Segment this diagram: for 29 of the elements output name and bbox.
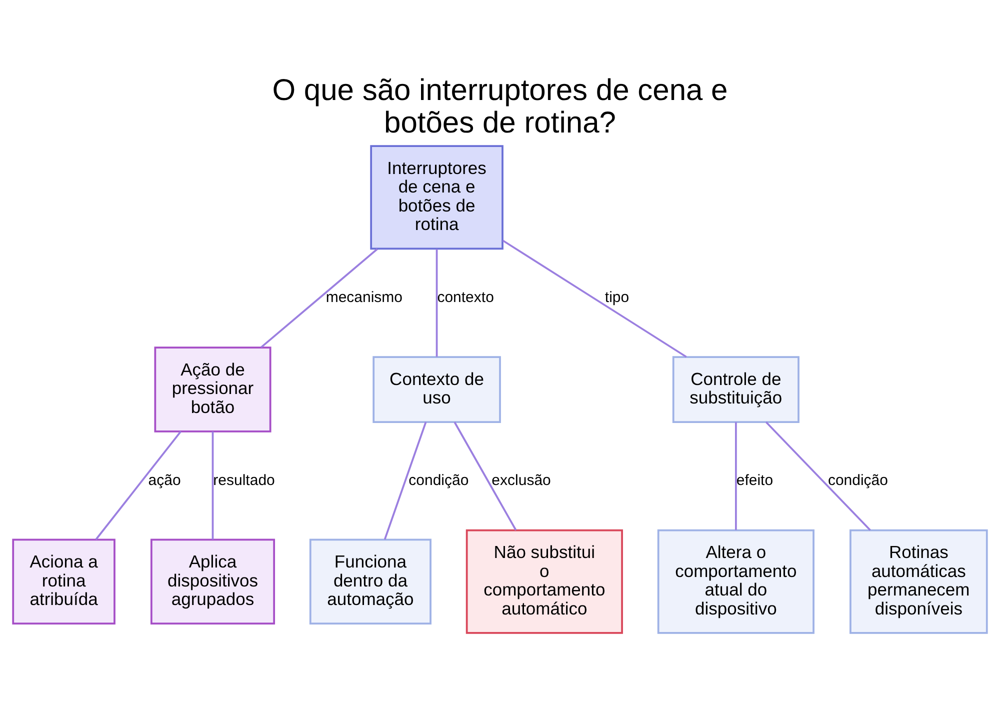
connector	[260, 248, 378, 348]
node-box: Não substitui o comportamento automático	[466, 529, 623, 634]
edge-label: condição	[828, 472, 888, 489]
edge-label: efeito	[736, 472, 774, 489]
node-box: Ação de pressionar botão	[154, 346, 272, 432]
connector	[765, 421, 871, 531]
node-box: Aplica dispositivos agrupados	[150, 538, 276, 625]
edge-label: tipo	[604, 289, 630, 306]
node-box: Aciona a rotina atribuída	[12, 538, 116, 625]
diagram-title: O que são interruptores de cena e botões de rotina?	[272, 74, 728, 140]
connector	[384, 422, 427, 540]
node-box: Interruptores de cena e botões de rotina	[370, 145, 504, 250]
edge-label: mecanismo	[326, 289, 403, 306]
node-box: Contexto de uso	[372, 356, 501, 424]
connector	[212, 431, 214, 540]
edge-label: condição	[408, 472, 469, 489]
edge-label: contexto	[437, 289, 494, 306]
node-box: Altera o comportamento atual do dispositivo	[657, 529, 814, 634]
edge-label: exclusão	[492, 472, 551, 489]
node-box: Rotinas automáticas permanecem disponíveis	[850, 529, 988, 634]
edge-label: ação	[148, 472, 181, 489]
node-box: Funciona dentro da automação	[309, 538, 432, 625]
edge-label: resultado	[213, 472, 275, 489]
connector	[502, 240, 687, 358]
connector	[95, 430, 182, 540]
node-box: Controle de substituição	[672, 356, 800, 424]
connector	[454, 422, 517, 531]
connector	[436, 249, 438, 357]
connector	[735, 422, 737, 530]
